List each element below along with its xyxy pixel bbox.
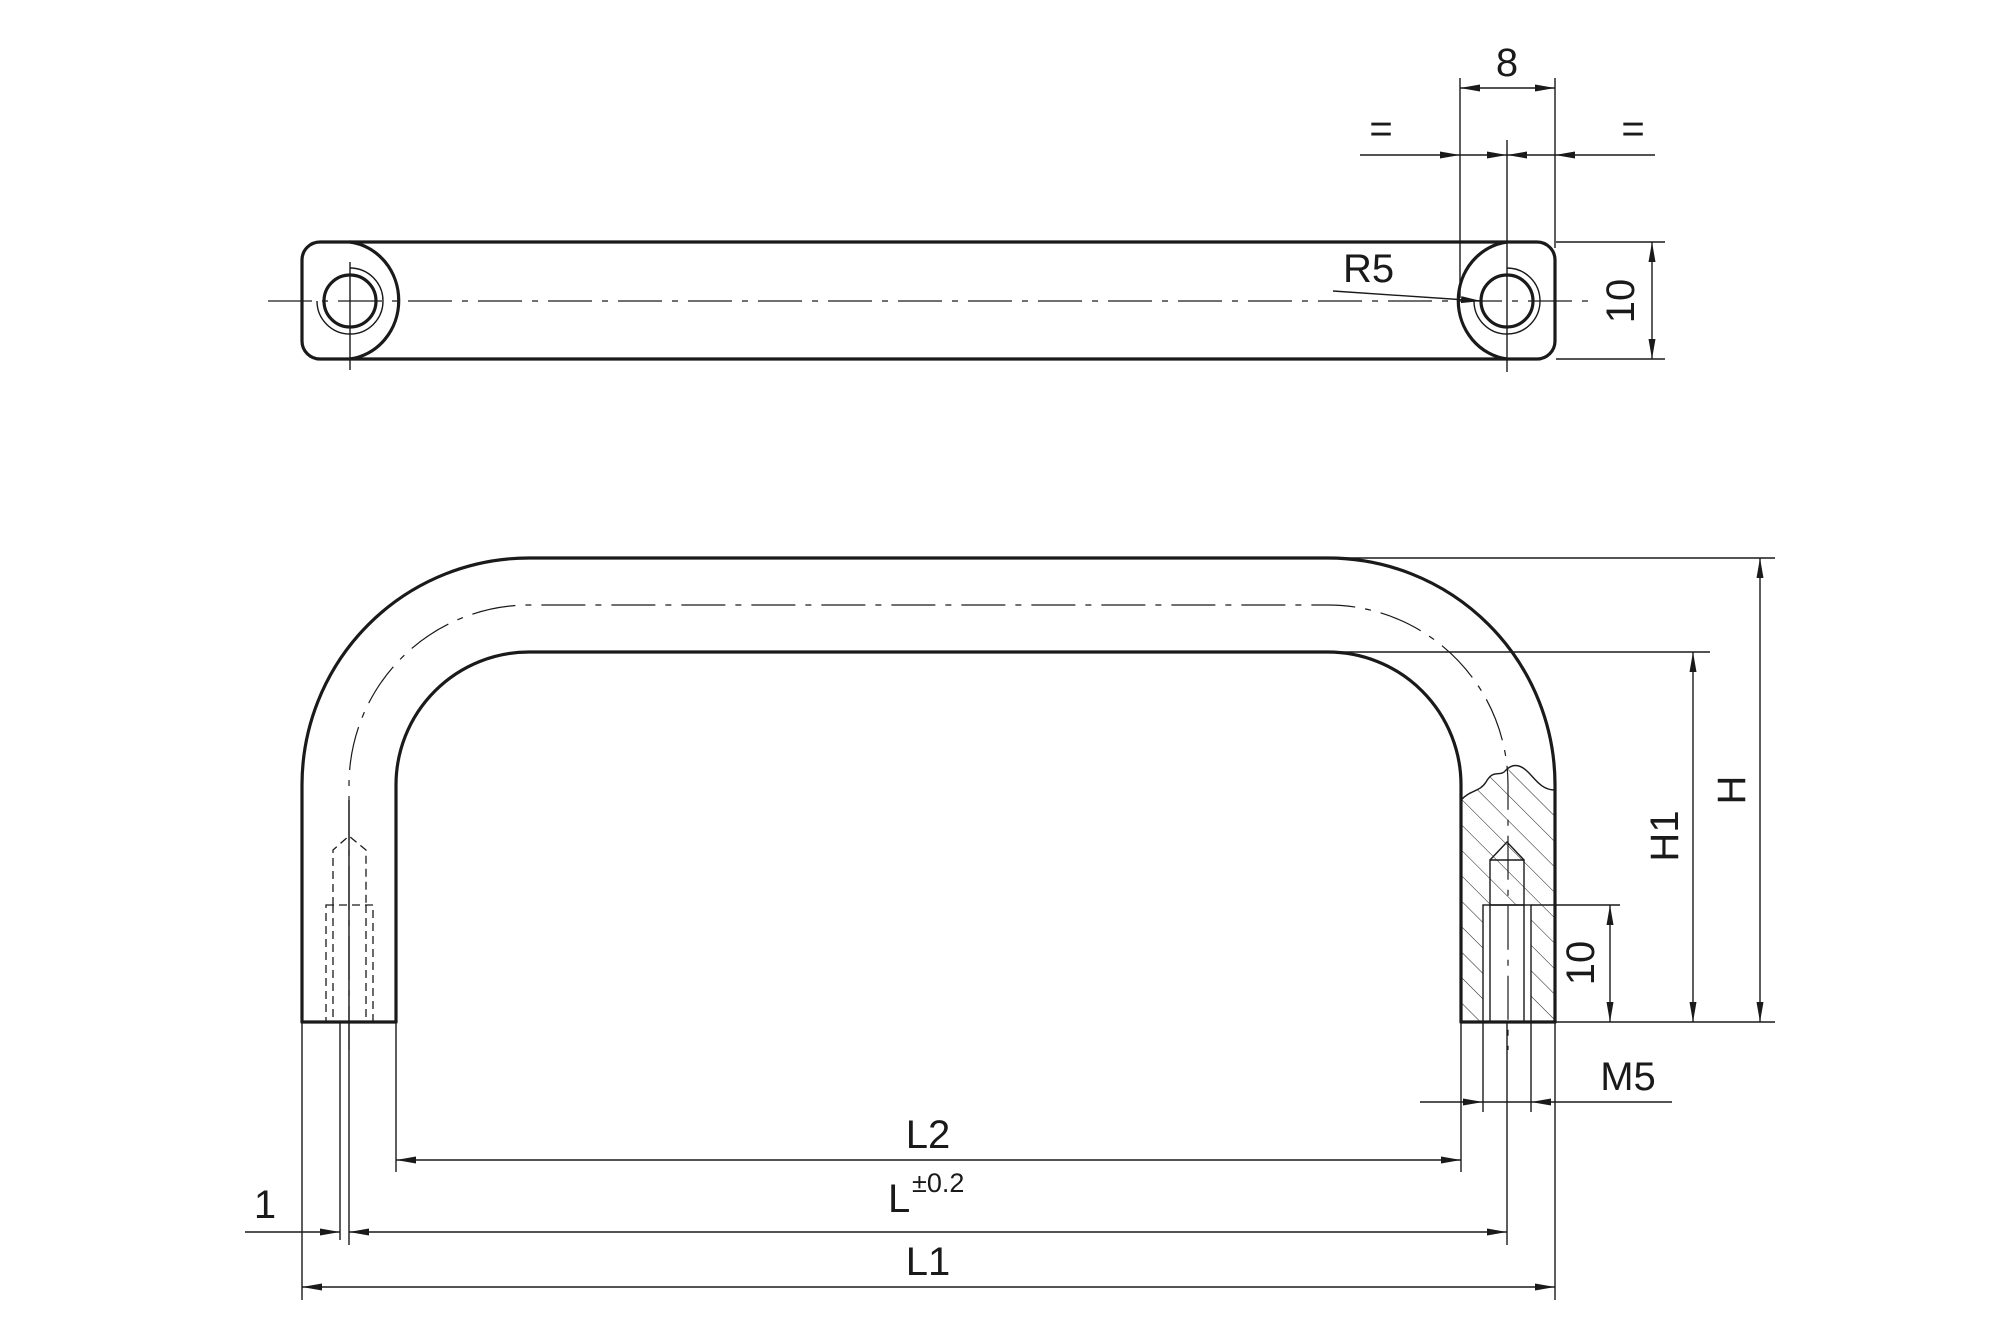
height-h-dimension: H [1710,558,1764,1022]
offset-1-label: 1 [254,1183,276,1227]
thread-m5-dimension: M5 [1420,1055,1672,1106]
left-threaded-hole [325,800,374,1060]
equal-right-label: = [1621,107,1644,151]
handle-centerline-arc [348,604,1509,1050]
width-8-dimension: 8 [1459,41,1556,298]
equal-left-label: = [1369,107,1392,151]
height-h1-dimension: H1 [1643,652,1697,1022]
thickness-10-dimension: 10 [1556,241,1665,360]
height-h-label: H [1710,776,1754,805]
length-l-tolerance: ±0.2 [912,1168,964,1198]
height-h1-label: H1 [1643,810,1687,861]
handle-inner-outline [394,650,1463,1024]
top-view: 8 = = R5 10 [268,41,1665,372]
handle-outer-outline [300,556,1557,1024]
front-view: H H1 10 M5 L2 [245,556,1775,1300]
radius-r5-callout: R5 [1332,247,1482,304]
length-l2-dimension: L2 [396,1113,1461,1164]
length-l-dimension: L ±0.2 [349,1168,1507,1236]
thread-m5-label: M5 [1600,1055,1656,1099]
length-l-label: L [888,1177,910,1221]
offset-1-dimension: 1 [245,1183,340,1236]
equal-spacing-dimension: = = [1360,107,1655,159]
thread-depth-10-label: 10 [1559,941,1603,986]
width-8-label: 8 [1496,41,1518,85]
thread-depth-10-dimension: 10 [1559,905,1614,1022]
length-l1-label: L1 [906,1240,951,1284]
thickness-10-label: 10 [1599,279,1643,324]
right-end-boss [1456,140,1541,372]
left-end-boss [316,240,401,370]
length-l1-dimension: L1 [302,1240,1555,1291]
length-l2-label: L2 [906,1113,951,1157]
radius-r5-label: R5 [1343,247,1394,291]
